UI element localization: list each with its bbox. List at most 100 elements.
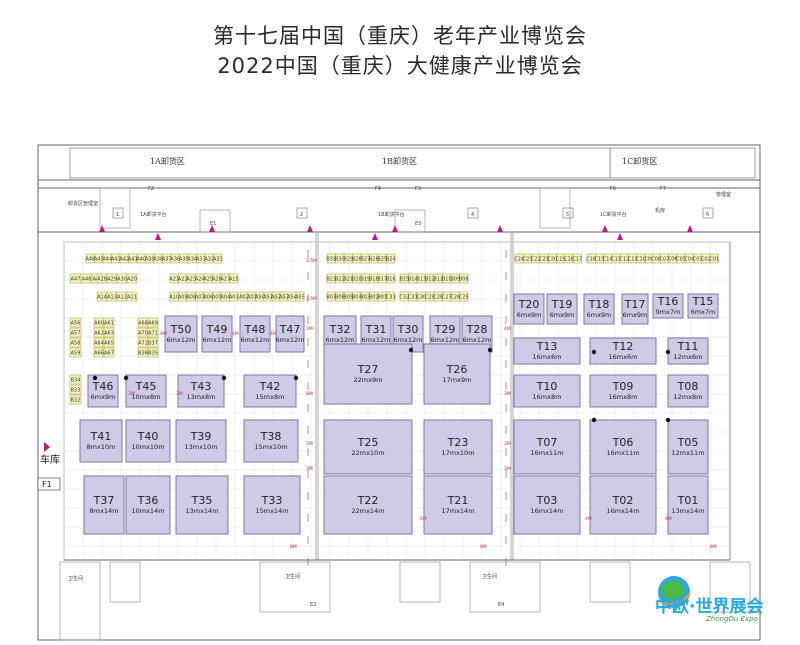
booth-rect [589,337,657,365]
booth-id: T09 [612,380,634,393]
small-booth-id: A21 [169,277,179,283]
column-dot-icon [221,375,227,381]
small-booth-id: C14 [603,257,613,263]
small-booth-id: A54 [287,295,297,301]
booth-size: 8mx10m [87,443,116,451]
lift-e1-label: E1 [210,221,216,227]
booth-size: 12mx6m [674,353,703,361]
small-booth-b24: B24 [386,253,396,264]
booth-size: 12mx8m [674,393,703,401]
booth-id: T31 [365,323,387,336]
small-booth-id: C28 [433,295,443,301]
up-arrow-icon [372,233,378,240]
restroom-label-2: 卫生间 [285,573,300,580]
zone-1b-label: 1B卸货区 [382,156,417,166]
booth-size: 16mx6m [609,353,638,361]
aisle-width-label: 8M [480,544,487,550]
small-booth-rect [213,253,223,264]
small-booth-rect [709,253,719,264]
small-booth-id: A33 [196,257,206,263]
small-booth-b34: B34 [69,374,82,385]
booth-rect [667,475,709,535]
manage-room-label: 管理室 [716,191,731,198]
small-booth-id: A62 [94,331,104,337]
small-booth-rect [229,291,239,302]
small-booth-a72: A72 [137,337,149,348]
small-booth-id: C26 [450,295,460,301]
small-booth-id: B07 [326,295,336,301]
entry-4-label: 4 [471,212,474,218]
booth-rect [589,419,657,475]
column-dot-icon [591,417,597,423]
booth-rect [87,374,119,408]
lift-e2-label: E2 [310,602,316,608]
booth-size: 6mx9m [587,311,612,319]
small-booth-a20: A20 [126,273,138,284]
booth-rect [621,293,649,325]
small-booth-id: B37 [148,341,158,347]
entry-2-label: 2 [300,212,303,218]
office-label: 卸货区管理室 [68,200,98,207]
zone-1c-label: 1C卸货区 [622,156,657,166]
small-booth-id: A12 [117,295,127,301]
small-booth-a67: A67 [103,347,115,358]
small-booth-rect [459,291,469,302]
small-booth-id: B33 [71,388,81,394]
booth-size: 22mx10m [351,449,384,457]
small-booth-id: A48 [82,277,92,283]
booth-size: 22mx14m [351,507,384,515]
small-booth-a60: A60 [93,317,105,328]
small-booth-id: C25 [459,295,469,301]
small-booth-id: A04 [220,295,230,301]
small-booth-id: A38 [153,257,163,263]
small-booth-a65: A65 [103,337,115,348]
booth-id: T06 [612,436,634,449]
small-booth-id: A56 [71,321,81,327]
small-booth-a11: A11 [126,291,138,302]
small-booth-a62: A62 [93,327,105,338]
small-booth-id: B02 [369,295,379,301]
aisle-width-label: 8M [710,544,717,550]
small-booth-id: B22 [335,277,345,283]
small-booth-id: B35 [148,351,158,357]
up-arrow-icon [497,225,503,232]
column-dot-icon [408,347,414,353]
booth-size: 6mx9m [550,311,575,319]
small-booth-a56: A56 [69,317,82,328]
booth-id: T03 [536,494,558,507]
booth-id: T33 [261,494,283,507]
small-booth-id: A55 [295,295,305,301]
aisle-width-label: 3M [504,466,511,472]
small-booth-id: B12 [425,277,435,283]
small-booth-a48: A48 [80,273,93,284]
small-booth-id: A67 [104,351,114,357]
booth-size: 10mx8m [132,393,161,401]
small-booth-id: C19 [556,257,566,263]
booth-size: 22mx9m [354,376,383,384]
small-booth-id: A32 [204,257,214,263]
booth-id: T07 [536,436,558,449]
small-booth-a30: A30 [116,273,128,284]
booth-size: 8mx14m [90,507,119,515]
aisle-width-label: 3M [306,326,313,332]
booths: T506mx12mT496mx12mT486mx12mT476mx12mT326… [79,293,719,535]
small-booth-id: C03 [693,257,703,263]
small-booth-id: A39 [145,257,155,263]
small-booth-id: A65 [104,341,114,347]
aisle-width-label: 4M [270,331,277,337]
booth-rect [423,343,491,405]
booth-id: T40 [137,430,159,443]
small-booth-id: C20 [547,257,557,263]
lift-e3-label: E3 [415,221,421,227]
small-booth-id: C05 [676,257,686,263]
small-booth-rect [147,317,159,328]
booth-size: 6mx12m [431,336,460,344]
small-booth-id: A28 [97,277,107,283]
f-markers: F2 F3 F4 F6 F7 [148,186,666,192]
small-booth-a66: A66 [93,347,105,358]
